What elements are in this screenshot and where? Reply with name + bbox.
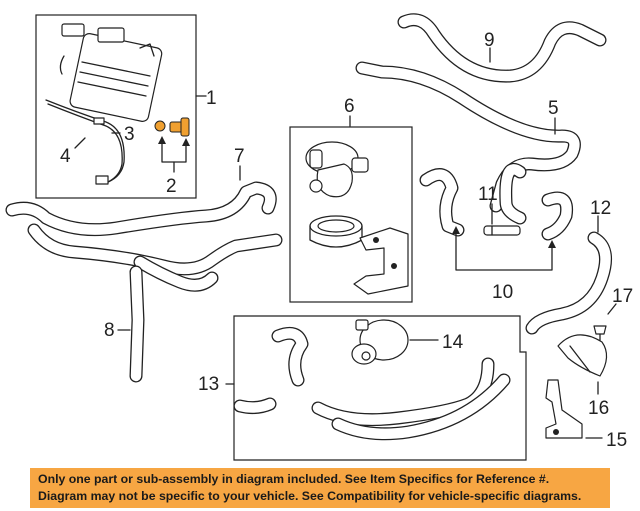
hose-10-b <box>499 162 574 241</box>
callout-8: 8 <box>104 320 115 341</box>
group-box-6 <box>289 126 413 303</box>
callout-13: 13 <box>198 374 219 395</box>
small-hose-13-a <box>271 326 309 387</box>
valve-part <box>305 141 369 198</box>
hose-5 <box>355 61 581 213</box>
callout-6: 6 <box>344 96 355 117</box>
callout-2: 2 <box>166 176 177 197</box>
callout-4: 4 <box>60 146 71 167</box>
callout-5: 5 <box>548 98 559 119</box>
shield-16 <box>557 334 608 377</box>
callout-1: 1 <box>206 88 217 109</box>
bracket-15 <box>545 379 583 439</box>
hose-8 <box>129 265 145 383</box>
small-hose-13-b <box>233 397 277 415</box>
hose-7 <box>5 181 283 292</box>
disclaimer-banner: Only one part or sub-assembly in diagram… <box>30 468 610 508</box>
callout-17: 17 <box>612 286 633 307</box>
disclaimer-line-1: Only one part or sub-assembly in diagram… <box>38 472 550 486</box>
fitting-part <box>154 117 190 137</box>
callout-15: 15 <box>606 430 627 451</box>
callout-3: 3 <box>124 124 135 145</box>
clamp-part <box>309 215 363 248</box>
bracket-part <box>353 227 409 295</box>
group-box-13 <box>233 315 527 461</box>
cooler-module-part <box>59 23 163 122</box>
callout-11: 11 <box>478 184 498 205</box>
hose-12 <box>525 231 613 335</box>
disclaimer-line-2: Diagram may not be specific to your vehi… <box>38 489 582 503</box>
callout-9: 9 <box>484 30 495 51</box>
clip-17 <box>593 325 607 341</box>
callout-7: 7 <box>234 146 245 167</box>
leader-4 <box>74 137 86 149</box>
callout-12: 12 <box>590 198 611 219</box>
coolant-tubes <box>311 357 511 441</box>
callout-14: 14 <box>442 332 464 353</box>
connector-11 <box>483 225 521 236</box>
group-box-1 <box>35 14 197 199</box>
leader-17 <box>607 303 617 315</box>
hose-10-a <box>419 168 465 237</box>
callout-16: 16 <box>588 398 609 419</box>
callout-10: 10 <box>492 282 513 303</box>
leader-10 <box>452 226 556 271</box>
electric-pump-14 <box>351 319 409 365</box>
hose-9 <box>397 13 607 83</box>
leader-2 <box>158 136 190 173</box>
wire-harness-part <box>45 99 125 185</box>
